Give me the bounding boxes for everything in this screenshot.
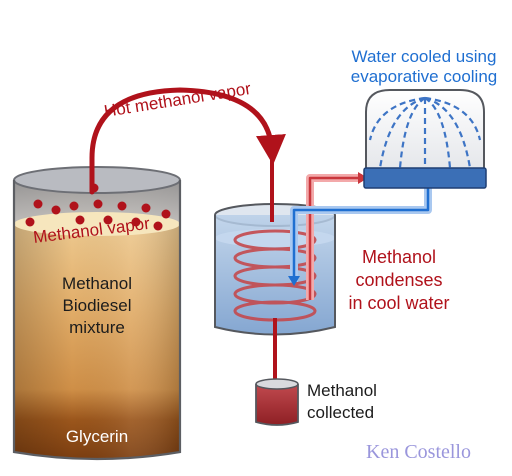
collected-label-line1: Methanol — [307, 381, 377, 400]
collection-jar — [255, 378, 299, 426]
evaporative-cooler — [363, 89, 487, 189]
vapor-droplet — [161, 209, 171, 219]
mixture-label-line2: Biodiesel — [63, 296, 132, 315]
cooling-label-line1: Water cooled using — [352, 47, 497, 66]
vapor-droplet — [141, 203, 151, 213]
vapor-droplet — [51, 205, 61, 215]
condenses-label-line3: in cool water — [348, 293, 449, 313]
collected-label-line2: collected — [307, 403, 374, 422]
vapor-droplet — [25, 217, 35, 227]
hot-vapor-arrow — [89, 87, 286, 195]
vapor-droplet — [69, 201, 79, 211]
vapor-droplet — [75, 215, 85, 225]
signature: Ken Costello — [366, 441, 471, 463]
condenses-label-line1: Methanol — [362, 247, 436, 267]
mixture-label-line3: mixture — [69, 318, 125, 337]
reactor-tank — [12, 166, 182, 461]
condenser-coil — [233, 229, 317, 322]
condenses-label-line2: condenses — [355, 270, 442, 290]
cooling-label-line2: evaporative cooling — [351, 67, 497, 86]
mixture-label-line1: Methanol — [62, 274, 132, 293]
vapor-droplet — [153, 221, 163, 231]
glycerin-label: Glycerin — [66, 427, 128, 446]
vapor-droplets — [25, 183, 171, 231]
vapor-droplet — [33, 199, 43, 209]
vapor-droplet — [103, 215, 113, 225]
condenser-beaker — [214, 203, 336, 336]
vapor-droplet — [117, 201, 127, 211]
hot-vapor-label: Hot methanol vapor — [103, 79, 253, 121]
vapor-droplet — [131, 217, 141, 227]
vapor-droplet — [93, 199, 103, 209]
